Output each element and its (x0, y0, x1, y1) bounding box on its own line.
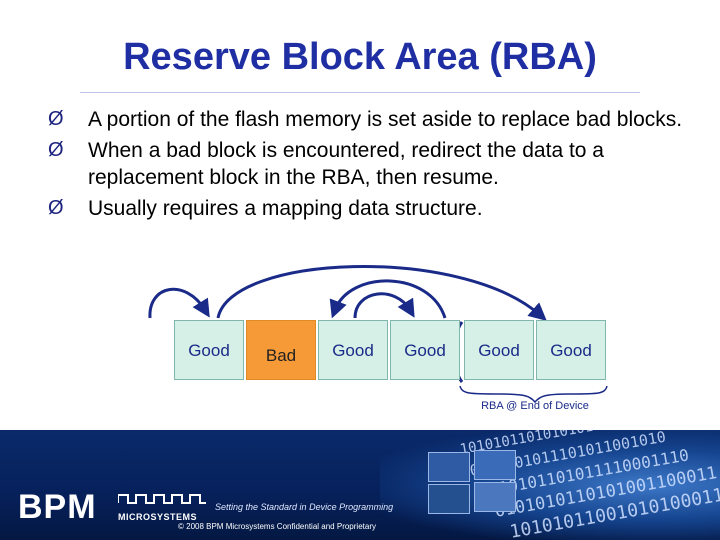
device-photos (420, 440, 560, 514)
bullet-text: Usually requires a mapping data structur… (88, 197, 483, 220)
memory-block-good: Good (536, 320, 606, 380)
bullet-list: Ø A portion of the flash memory is set a… (48, 106, 688, 226)
memory-block-good: Good (318, 320, 388, 380)
arrow-bad-to-rba (216, 265, 547, 321)
bullet-item: Ø Usually requires a mapping data struct… (48, 195, 688, 222)
device-photo (428, 452, 470, 482)
copyright-text: © 2008 BPM Microsystems Confidential and… (178, 522, 376, 531)
bullet-item: Ø A portion of the flash memory is set a… (48, 106, 688, 133)
bullet-item: Ø When a bad block is encountered, redir… (48, 137, 688, 191)
bullet-text: A portion of the flash memory is set asi… (88, 108, 683, 131)
bpm-logo: BPM (18, 488, 97, 526)
tagline: Setting the Standard in Device Programmi… (215, 502, 394, 512)
microsystems-logo: MICROSYSTEMS (117, 492, 206, 522)
device-photo (428, 484, 470, 514)
memory-block-good: Good (174, 320, 244, 380)
square-wave-icon (117, 494, 206, 504)
memory-block-good: Good (390, 320, 460, 380)
arrow-block1-loop (148, 287, 210, 319)
bullet-arrow-icon: Ø (48, 139, 64, 161)
device-photo (474, 450, 516, 480)
arrow-block4-loop (353, 292, 415, 319)
memory-block-good: Good (464, 320, 534, 380)
logo-subtext: MICROSYSTEMS (118, 512, 198, 522)
bullet-arrow-icon: Ø (48, 197, 64, 219)
rba-caption: RBA @ End of Device (481, 400, 589, 412)
bullet-text: When a bad block is encountered, redirec… (88, 139, 604, 189)
arrow-return (329, 279, 447, 319)
title-divider (80, 92, 640, 93)
device-photo (474, 482, 516, 512)
slide-title: Reserve Block Area (RBA) (123, 36, 597, 78)
bullet-arrow-icon: Ø (48, 108, 64, 130)
memory-block-bad: Bad (246, 320, 316, 380)
memory-blocks: Good Bad Good Good Good Good (174, 320, 606, 382)
footer-banner: 1010101101010101101010 01011010111010110… (0, 430, 720, 540)
